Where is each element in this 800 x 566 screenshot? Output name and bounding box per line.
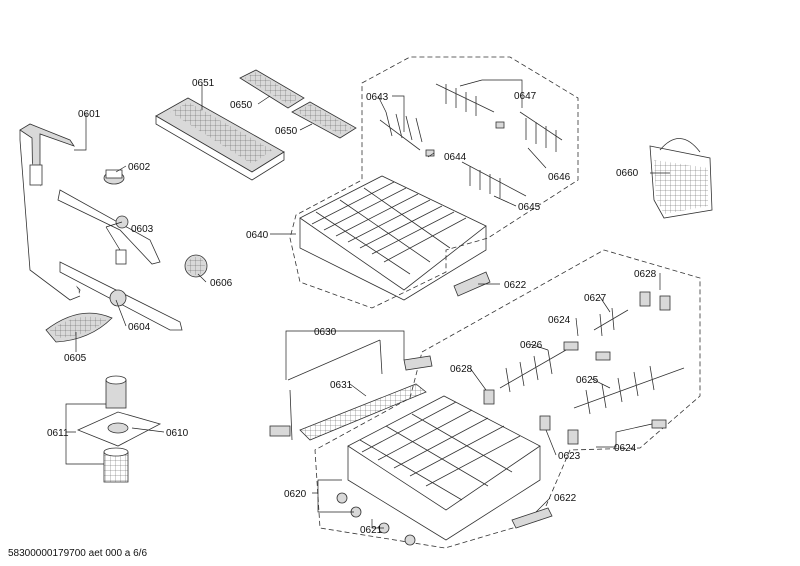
label-0626: 0626: [520, 340, 543, 351]
part-labels: 0601 0602 0603 0604 0605 0606 0610 0611 …: [47, 78, 657, 536]
label-0621: 0621: [360, 525, 383, 536]
label-0660: 0660: [616, 168, 639, 179]
label-0603: 0603: [131, 224, 154, 235]
cutlery-tray-illustration: [155, 69, 357, 181]
label-0625: 0625: [576, 375, 599, 386]
label-0624-lower: 0624: [614, 443, 637, 454]
upper-rack-illustration: [299, 83, 563, 301]
label-0623: 0623: [558, 451, 581, 462]
upper-rack-group-outline: [289, 56, 579, 309]
label-0645: 0645: [518, 202, 541, 213]
label-0622-upper: 0622: [504, 280, 527, 291]
label-0622-lower: 0622: [554, 493, 577, 504]
label-0611: 0611: [47, 428, 69, 439]
label-0650-lower: 0650: [275, 126, 298, 137]
label-0630: 0630: [314, 327, 337, 338]
spray-arm-assembly-illustration: [19, 123, 208, 343]
lower-rack-illustration: [269, 291, 685, 546]
label-0620: 0620: [284, 489, 307, 500]
label-0606: 0606: [210, 278, 233, 289]
label-0631: 0631: [330, 380, 353, 391]
drain-filter-illustration: [76, 375, 162, 483]
lower-rack-accessories-outline: [314, 249, 701, 549]
label-0601: 0601: [78, 109, 101, 120]
label-0640: 0640: [246, 230, 269, 241]
label-0604: 0604: [128, 322, 151, 333]
label-0643: 0643: [366, 92, 389, 103]
label-0646: 0646: [548, 172, 571, 183]
label-0627: 0627: [584, 293, 607, 304]
label-0650-upper: 0650: [230, 100, 253, 111]
leader-lines: [65, 79, 670, 529]
label-0605: 0605: [64, 353, 87, 364]
label-0644: 0644: [444, 152, 467, 163]
label-0628-left: 0628: [450, 364, 473, 375]
document-footer: 58300000179700 aet 000 a 6/6: [8, 548, 147, 559]
label-0610: 0610: [166, 428, 189, 439]
label-0602: 0602: [128, 162, 151, 173]
cutlery-basket-illustration: [649, 138, 713, 219]
label-0651: 0651: [192, 78, 215, 89]
label-0628-right: 0628: [634, 269, 657, 280]
label-0624-upper: 0624: [548, 315, 571, 326]
label-0647: 0647: [514, 91, 537, 102]
